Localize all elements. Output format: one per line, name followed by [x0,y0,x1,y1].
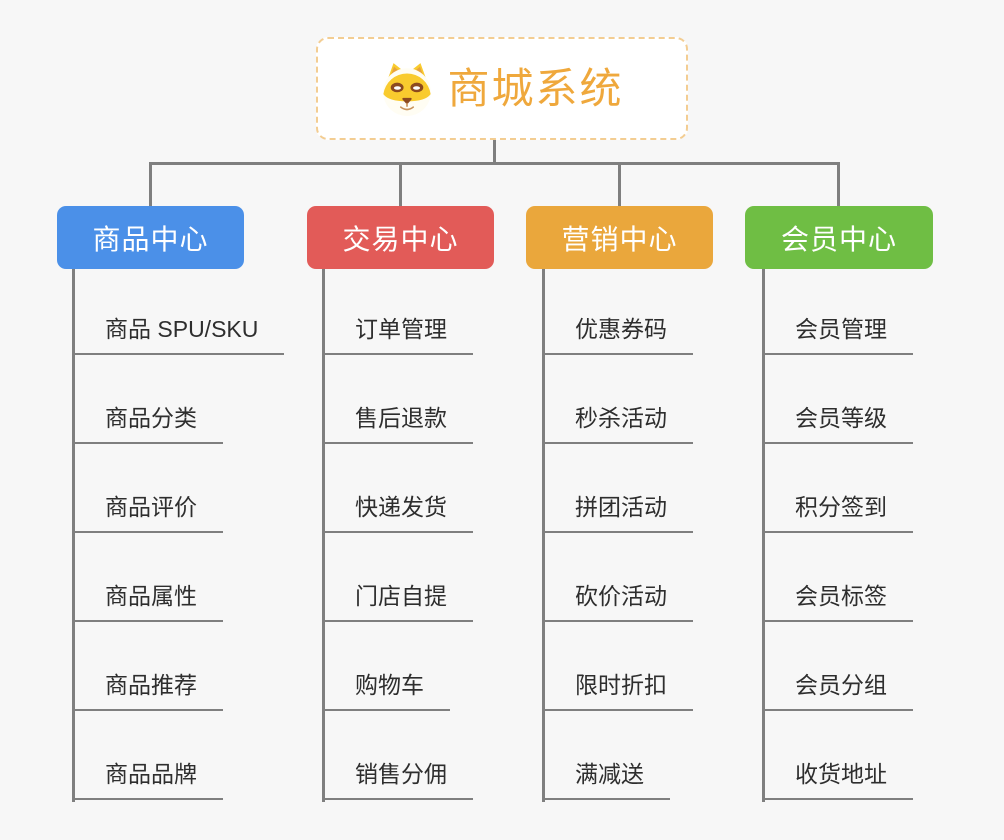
leaf-coupon-code[interactable]: 优惠券码 [542,314,693,355]
leaf-member-group[interactable]: 会员分组 [762,670,913,711]
root-title: 商城系统 [447,64,624,112]
leaf-express-delivery[interactable]: 快递发货 [322,492,473,533]
branch-label: 会员中心 [780,223,897,255]
branch-label: 交易中心 [342,223,459,255]
branch-trunk-line [322,269,325,802]
leaf-product-brand[interactable]: 商品品牌 [72,759,223,800]
shiba-dog-icon [383,62,432,116]
leaf-product-recommend[interactable]: 商品推荐 [72,670,223,711]
leaf-bargain-activity[interactable]: 砍价活动 [542,581,693,622]
root-node[interactable]: 商城系统 [316,37,688,140]
branch-trunk-line [762,269,765,802]
leaf-points-checkin[interactable]: 积分签到 [762,492,913,533]
leaf-limited-time-discount[interactable]: 限时折扣 [542,670,693,711]
branch-trunk-line [72,269,75,802]
branch-trunk-line [542,269,545,802]
leaf-product-spu-sku[interactable]: 商品 SPU/SKU [72,314,285,355]
leaf-after-sale-refund[interactable]: 售后退款 [322,403,473,444]
leaf-sales-commission[interactable]: 销售分佣 [322,759,473,800]
branch-node-product-center[interactable]: 商品中心 [57,206,244,269]
branch-label: 商品中心 [92,223,209,255]
leaf-member-tag[interactable]: 会员标签 [762,581,913,622]
leaf-member-level[interactable]: 会员等级 [762,403,913,444]
leaf-product-review[interactable]: 商品评价 [72,492,223,533]
leaf-group-buy[interactable]: 拼团活动 [542,492,693,533]
branch-node-member-center[interactable]: 会员中心 [745,206,933,269]
leaf-member-management[interactable]: 会员管理 [762,314,913,355]
leaf-product-attribute[interactable]: 商品属性 [72,581,223,622]
branch-label: 营销中心 [561,223,678,255]
leaf-flash-sale[interactable]: 秒杀活动 [542,403,693,444]
leaf-product-category[interactable]: 商品分类 [72,403,223,444]
leaf-shipping-address[interactable]: 收货地址 [762,759,913,800]
leaf-full-reduction[interactable]: 满减送 [542,759,670,800]
leaf-order-management[interactable]: 订单管理 [322,314,473,355]
leaf-store-pickup[interactable]: 门店自提 [322,581,473,622]
branch-node-trade-center[interactable]: 交易中心 [307,206,494,269]
branch-node-marketing-center[interactable]: 营销中心 [526,206,713,269]
leaf-shopping-cart[interactable]: 购物车 [322,670,450,711]
